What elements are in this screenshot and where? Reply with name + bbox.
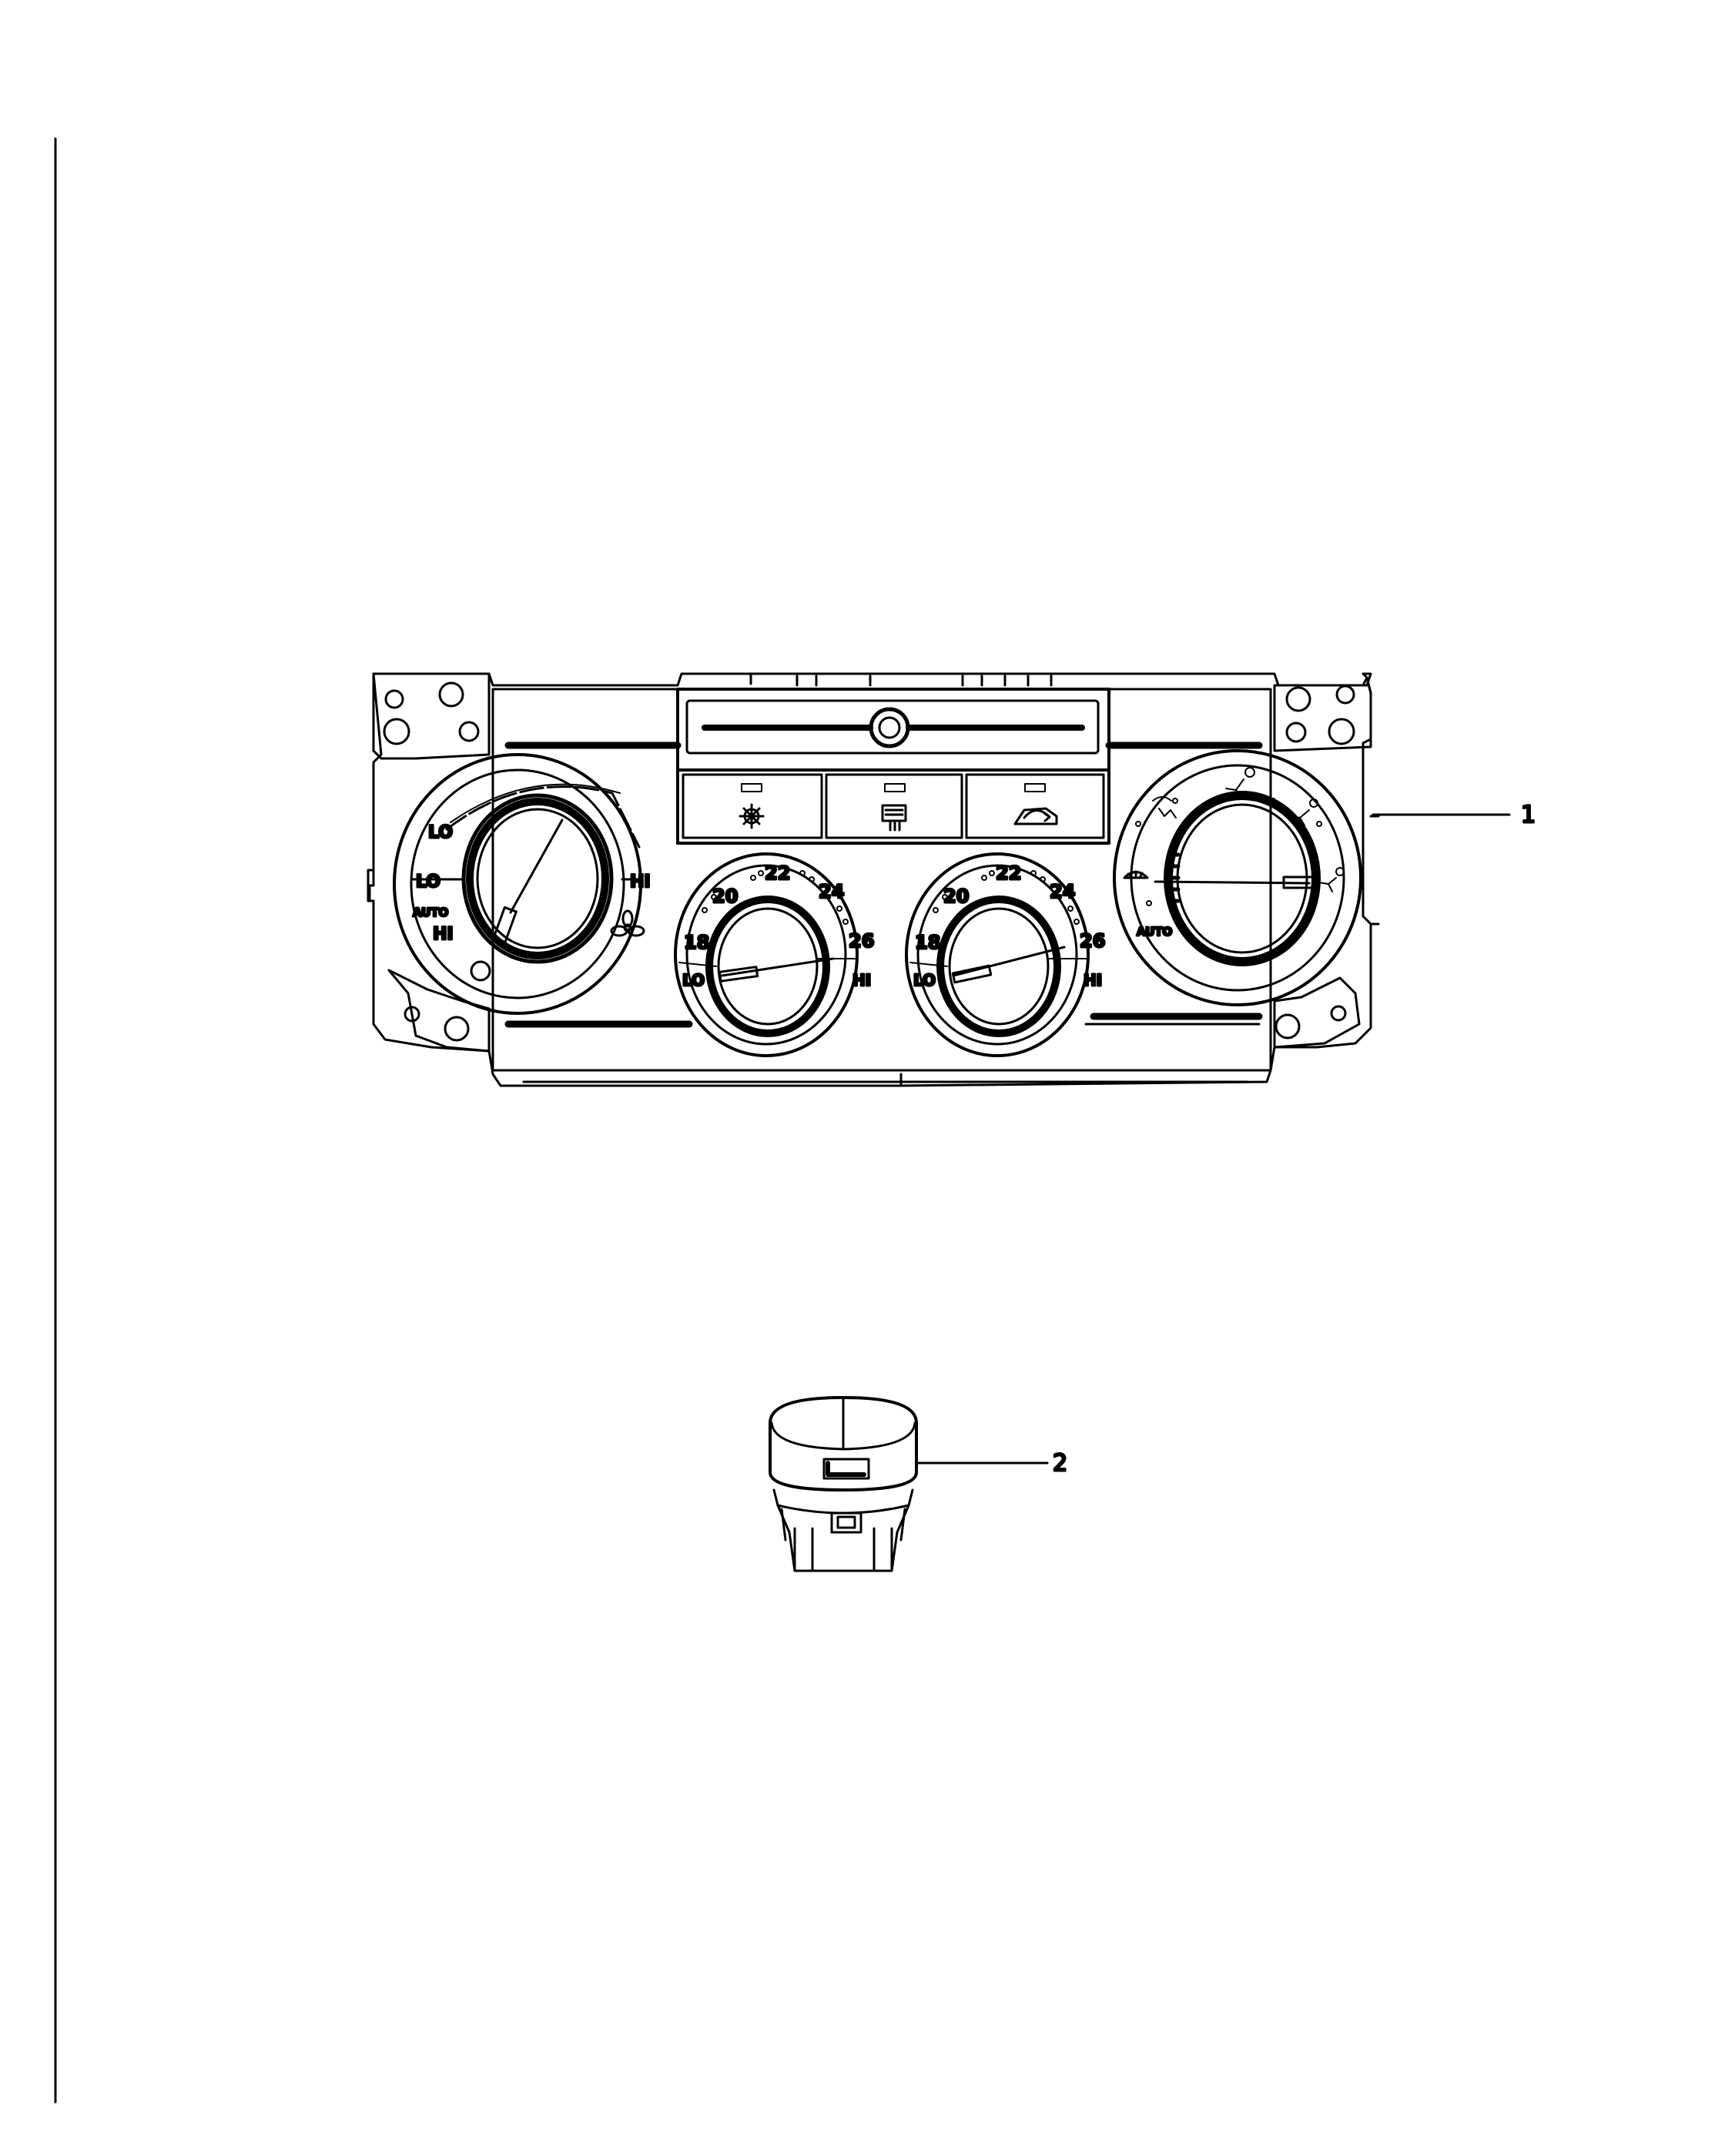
fan-lo-label: LO bbox=[416, 872, 440, 892]
mode-auto-label: AUTO bbox=[1137, 925, 1172, 939]
display-window bbox=[676, 672, 1110, 845]
fan-auto-label: AUTO bbox=[413, 906, 448, 919]
recirculation-button[interactable] bbox=[965, 773, 1105, 839]
fan-speed-dial bbox=[393, 753, 645, 1015]
temp-knob-left[interactable] bbox=[705, 896, 835, 1037]
hvac-control-panel bbox=[367, 672, 1380, 1087]
temp-right-18: 18 bbox=[915, 932, 940, 953]
temp-right-lo: LO bbox=[913, 971, 936, 989]
temp-left-20: 20 bbox=[712, 886, 738, 907]
fan-hi-left-label: HI bbox=[433, 925, 454, 944]
mount-hole bbox=[1285, 721, 1307, 743]
fan-knob[interactable] bbox=[461, 793, 614, 964]
mount-hole bbox=[458, 721, 480, 742]
mount-hole bbox=[383, 718, 410, 745]
temp-right-26: 26 bbox=[1080, 930, 1105, 952]
mount-hole bbox=[404, 1006, 420, 1023]
temp-right-24: 24 bbox=[1050, 881, 1075, 902]
panel-icon bbox=[1318, 867, 1345, 892]
temp-right-22: 22 bbox=[996, 862, 1021, 884]
mount-hole bbox=[444, 1016, 470, 1042]
fan-hi-right-label: HI bbox=[630, 872, 651, 892]
temp-left-26: 26 bbox=[849, 930, 874, 952]
fan-lo-top-label: LO bbox=[428, 823, 453, 842]
temp-dial-left bbox=[674, 852, 859, 1057]
temp-left-22: 22 bbox=[765, 862, 790, 884]
recirculation-icon bbox=[1013, 807, 1058, 825]
callout-1: 1 bbox=[1521, 802, 1536, 829]
fan-icon bbox=[610, 909, 645, 937]
mount-hole bbox=[1335, 685, 1355, 705]
bi-level-icon bbox=[1225, 767, 1255, 798]
temp-left-18: 18 bbox=[684, 932, 709, 953]
sensor-icon bbox=[869, 707, 910, 748]
rear-defrost-icon bbox=[881, 804, 907, 832]
rear-defrost-button[interactable] bbox=[825, 773, 963, 839]
bottom-right-bracket bbox=[1273, 976, 1361, 1049]
mount-hole bbox=[1330, 1005, 1347, 1022]
mount-hole bbox=[384, 689, 404, 709]
control-knob-part bbox=[769, 1396, 918, 1572]
ac-snowflake-icon bbox=[739, 803, 765, 829]
mode-knob[interactable] bbox=[1154, 791, 1321, 966]
temp-left-lo: LO bbox=[682, 971, 705, 989]
right-bracket bbox=[1273, 676, 1372, 752]
floor-defrost-icon bbox=[1152, 796, 1177, 819]
mount-hole bbox=[1328, 718, 1355, 745]
temp-dial-right bbox=[905, 852, 1090, 1057]
temp-right-hi: HI bbox=[1084, 971, 1102, 989]
mount-hole bbox=[1285, 686, 1311, 712]
button-row bbox=[676, 768, 1110, 845]
defrost-icon bbox=[1123, 870, 1149, 879]
temp-left-24: 24 bbox=[819, 881, 844, 902]
temp-right-20: 20 bbox=[943, 886, 969, 907]
floor-icon bbox=[1290, 798, 1318, 826]
ac-button[interactable] bbox=[682, 773, 823, 839]
temp-knob-right[interactable] bbox=[936, 896, 1066, 1037]
left-bracket bbox=[372, 672, 491, 760]
mount-hole bbox=[438, 681, 464, 708]
mode-dial bbox=[1113, 749, 1362, 1006]
temp-left-hi: HI bbox=[852, 971, 871, 989]
callout-2: 2 bbox=[1053, 1450, 1067, 1477]
mount-hole bbox=[1274, 1013, 1301, 1040]
indicator-led bbox=[470, 960, 491, 982]
